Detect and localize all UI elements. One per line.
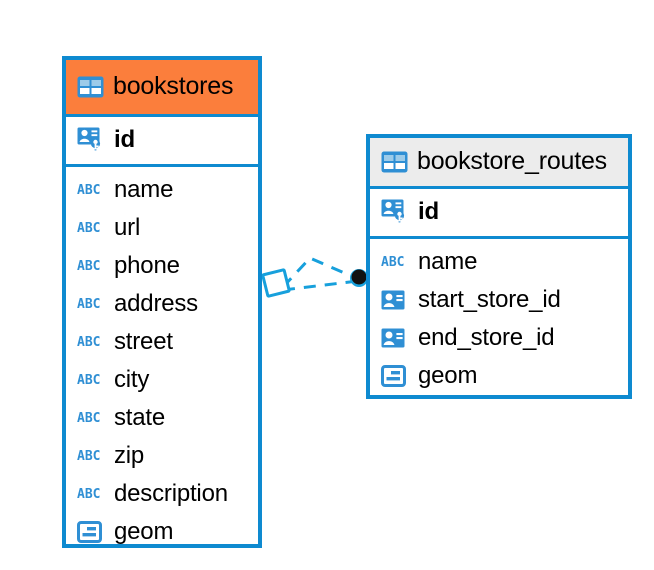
table-grid-icon bbox=[77, 76, 104, 98]
abc-text-icon: ABC bbox=[77, 334, 101, 350]
field-row-address[interactable]: ABC address bbox=[77, 285, 248, 323]
field-row-geom[interactable]: geom bbox=[77, 513, 248, 551]
field-row-street[interactable]: ABC street bbox=[77, 323, 248, 361]
abc-text-icon: ABC bbox=[77, 372, 101, 388]
field-label: end_store_id bbox=[418, 324, 555, 351]
field-label: url bbox=[114, 214, 141, 241]
field-label: name bbox=[418, 248, 478, 275]
abc-text-icon: ABC bbox=[77, 220, 101, 236]
field-row-name[interactable]: ABC name bbox=[381, 243, 618, 281]
entity-header-bookstore-routes[interactable]: bookstore_routes bbox=[370, 138, 628, 186]
abc-text-icon: ABC bbox=[381, 254, 405, 270]
field-label: phone bbox=[114, 252, 180, 279]
field-row-id[interactable]: id bbox=[381, 194, 618, 230]
primary-key-icon bbox=[381, 199, 409, 225]
abc-text-icon: ABC bbox=[77, 296, 101, 312]
field-label: start_store_id bbox=[418, 286, 561, 313]
field-row-name[interactable]: ABC name bbox=[77, 171, 248, 209]
field-row-end-store-id[interactable]: end_store_id bbox=[381, 319, 618, 357]
field-label: id bbox=[418, 198, 439, 225]
field-list-bookstore-routes: ABC name start_store_id bbox=[370, 239, 628, 403]
entity-title: bookstores bbox=[113, 72, 234, 100]
field-row-id[interactable]: id bbox=[77, 122, 248, 158]
abc-text-icon: ABC bbox=[77, 448, 101, 464]
foreign-key-icon bbox=[381, 290, 409, 311]
field-label: city bbox=[114, 366, 150, 393]
field-label: state bbox=[114, 404, 166, 431]
field-row-state[interactable]: ABC state bbox=[77, 399, 248, 437]
field-row-description[interactable]: ABC description bbox=[77, 475, 248, 513]
abc-text-icon: ABC bbox=[77, 486, 101, 502]
geometry-icon bbox=[381, 365, 409, 387]
geometry-icon bbox=[77, 521, 105, 543]
primary-key-section-bookstore-routes[interactable]: id bbox=[370, 186, 628, 239]
primary-key-section-bookstores[interactable]: id bbox=[66, 114, 258, 167]
field-row-start-store-id[interactable]: start_store_id bbox=[381, 281, 618, 319]
entity-title: bookstore_routes bbox=[417, 147, 607, 175]
field-label: geom bbox=[114, 518, 174, 545]
field-row-city[interactable]: ABC city bbox=[77, 361, 248, 399]
foreign-key-icon bbox=[381, 328, 409, 349]
relationship-line-upper bbox=[281, 256, 359, 289]
field-list-bookstores: ABC name ABC url ABC phone ABC address A… bbox=[66, 167, 258, 559]
field-row-phone[interactable]: ABC phone bbox=[77, 247, 248, 285]
field-label: name bbox=[114, 176, 174, 203]
field-label: address bbox=[114, 290, 198, 317]
abc-text-icon: ABC bbox=[77, 410, 101, 426]
field-label: street bbox=[114, 328, 173, 355]
field-row-url[interactable]: ABC url bbox=[77, 209, 248, 247]
abc-text-icon: ABC bbox=[77, 182, 101, 198]
entity-table-bookstore-routes[interactable]: bookstore_routes bbox=[366, 134, 632, 399]
field-row-zip[interactable]: ABC zip bbox=[77, 437, 248, 475]
field-label: description bbox=[114, 480, 228, 507]
entity-header-bookstores[interactable]: bookstores bbox=[66, 60, 258, 114]
relationship-line-lower bbox=[282, 279, 359, 292]
table-grid-icon bbox=[381, 151, 408, 173]
primary-key-icon bbox=[77, 127, 105, 153]
diamond-marker bbox=[261, 268, 291, 298]
field-label: id bbox=[114, 126, 135, 153]
abc-text-icon: ABC bbox=[77, 258, 101, 274]
field-label: zip bbox=[114, 442, 145, 469]
field-row-geom[interactable]: geom bbox=[381, 357, 618, 395]
entity-table-bookstores[interactable]: bookstores bbox=[62, 56, 262, 548]
field-label: geom bbox=[418, 362, 478, 389]
